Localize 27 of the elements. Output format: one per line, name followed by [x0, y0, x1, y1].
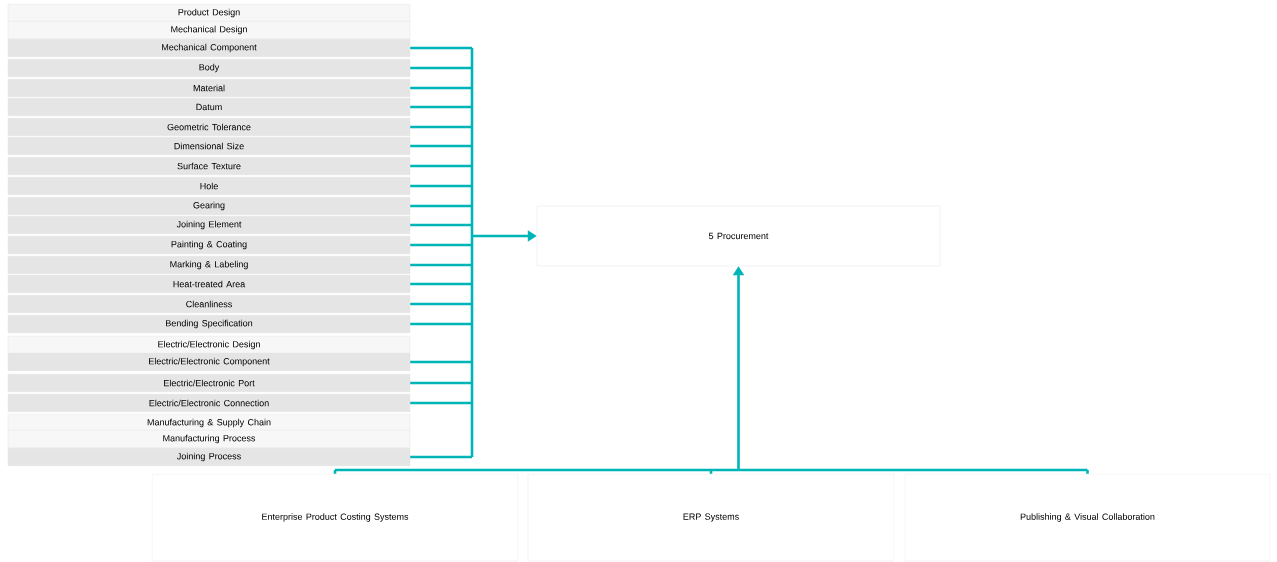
- list-row: Mechanical Component: [7, 39, 411, 57]
- list-row: Gearing: [7, 197, 411, 215]
- heading-row: Manufacturing Process: [7, 430, 411, 448]
- list-row: Heat-treated Area: [7, 275, 411, 293]
- list-row: Hole: [7, 177, 411, 195]
- heading-row: Mechanical Design: [7, 21, 411, 39]
- list-row: Electric/Electronic Connection: [7, 394, 411, 412]
- list-row: Electric/Electronic Port: [7, 374, 411, 392]
- process-box: Enterprise Product Costing Systems: [151, 473, 519, 562]
- heading-row: Electric/Electronic Design: [7, 336, 411, 354]
- list-row: Bending Specification: [7, 315, 411, 333]
- list-row: Geometric Tolerance: [7, 118, 411, 136]
- list-row: Material: [7, 79, 411, 97]
- heading-row: Product Design: [7, 4, 411, 22]
- process-box: Publishing & Visual Collaboration: [904, 473, 1271, 562]
- list-row: Marking & Labeling: [7, 256, 411, 274]
- list-row: Body: [7, 59, 411, 77]
- list-row: Dimensional Size: [7, 137, 411, 155]
- list-row: Joining Element: [7, 216, 411, 234]
- list-row: Joining Process: [7, 448, 411, 466]
- process-box: 5 Procurement: [536, 205, 941, 267]
- list-row: Painting & Coating: [7, 236, 411, 254]
- process-box: ERP Systems: [527, 473, 895, 562]
- list-row: Surface Texture: [7, 157, 411, 175]
- list-row: Electric/Electronic Component: [7, 353, 411, 371]
- list-row: Datum: [7, 98, 411, 116]
- list-row: Cleanliness: [7, 295, 411, 313]
